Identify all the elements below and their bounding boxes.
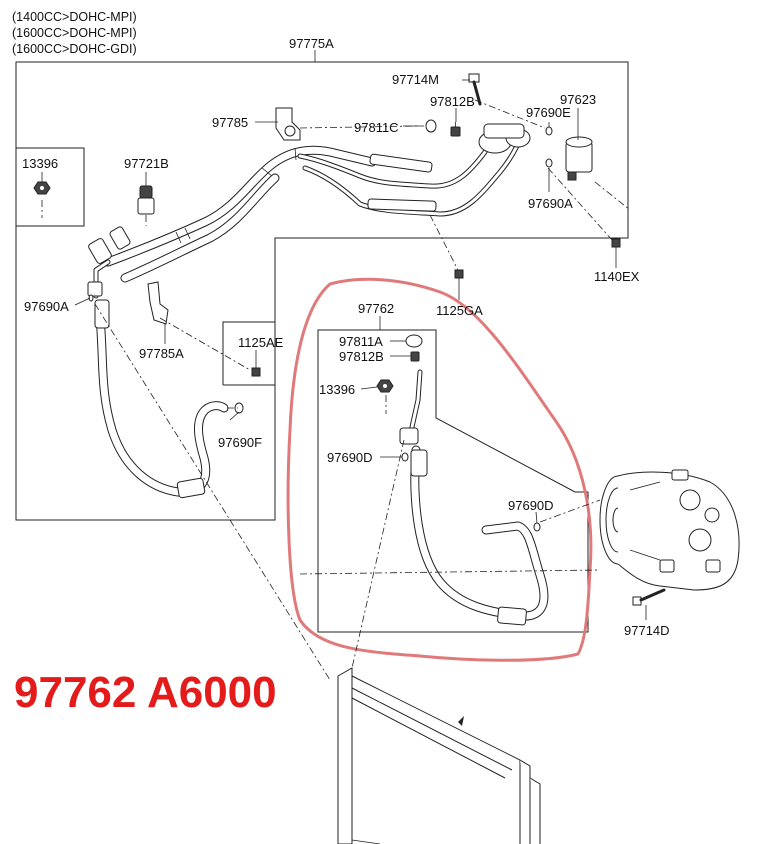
pressure-switch-97721b [137,180,155,215]
label-97785: 97785 [212,115,248,130]
hose-collar-left [94,299,110,329]
inner-box-1125ae [222,321,275,385]
hose-collar-lower [176,477,206,499]
label-1140ex: 1140EX [594,269,640,284]
part-number-overlay: 97762 A6000 [14,668,277,717]
label-1125ga: 1125GA [436,303,483,318]
bolt-97714d [632,588,666,606]
oring-97690f [234,402,244,414]
bolt-97714m [468,73,482,106]
label-97775a: 97775A [289,36,334,51]
compressor [599,469,740,591]
nut-13396-left [33,181,51,195]
label-97714d: 97714D [624,623,670,638]
hose-fitting-left-2 [109,226,131,250]
label-97811a: 97811A [339,334,383,349]
part-labels: 97714M 97812B 97623 97785 97811C 97690E … [22,72,670,638]
label-97690a-left: 97690A [24,299,69,314]
highlight-outline [286,277,593,662]
assembly-97775a-box [15,61,629,521]
label-97785a: 97785A [139,346,184,361]
label-13396-left: 13396 [22,156,58,171]
hose-ribs-upper [175,147,297,244]
condenser [337,667,541,844]
fitting-97762-upper [399,427,419,445]
label-97690f: 97690F [218,435,262,450]
label-97812b-top: 97812B [430,94,475,109]
hose-fitting-left-3 [87,281,103,297]
assembly-97762-box [317,329,589,633]
engine-variant-line-1: (1400CC>DOHC-MPI) [12,10,137,24]
label-97690a-right: 97690A [528,196,573,211]
engine-variant-line-3: (1600CC>DOHC-GDI) [12,42,137,56]
leader-lines [41,79,647,620]
cap-97811c [425,119,437,133]
engine-variant-line-2: (1600CC>DOHC-MPI) [12,26,137,40]
pipe-sleeve-upper [369,153,433,173]
oring-97690d-left [401,452,409,462]
oring-97690a-left [88,294,94,302]
label-13396-mid: 13396 [319,382,355,397]
label-97623: 97623 [560,92,596,107]
label-97762: 97762 [358,301,394,316]
bolt-1140ex [611,238,621,258]
bracket-97785a [147,281,169,325]
oring-97690a-right [545,158,553,168]
alignment-lines [41,99,631,681]
valve-97623 [565,136,593,181]
pipe-sleeve-lower [367,198,437,212]
oring-97690d-right [533,522,541,532]
hose-collar-97762-top [410,449,428,477]
bracket-97785 [275,107,301,141]
cap-97811a [405,334,423,348]
bolt-1125ae [251,362,261,377]
bolt-1125ga [454,269,464,290]
block-fitting-plate [483,123,525,139]
inner-box-left [16,147,85,227]
label-97812b-mid: 97812B [339,349,384,364]
nut-13396-mid [376,379,394,393]
oring-97690e [545,126,553,136]
label-97721b: 97721B [124,156,169,171]
hose-fitting-left-1 [88,238,112,264]
valve-97812b-mid [410,351,420,362]
label-97690d-left: 97690D [327,450,373,465]
label-97690e: 97690E [526,105,571,120]
label-97714m: 97714M [392,72,439,87]
valve-97812b-top [450,122,461,137]
label-1125ae: 1125AE [238,335,284,350]
label-97811c: 97811C [354,120,399,135]
hose-collar-97762-bottom [497,606,527,626]
label-97690d-right: 97690D [508,498,554,513]
